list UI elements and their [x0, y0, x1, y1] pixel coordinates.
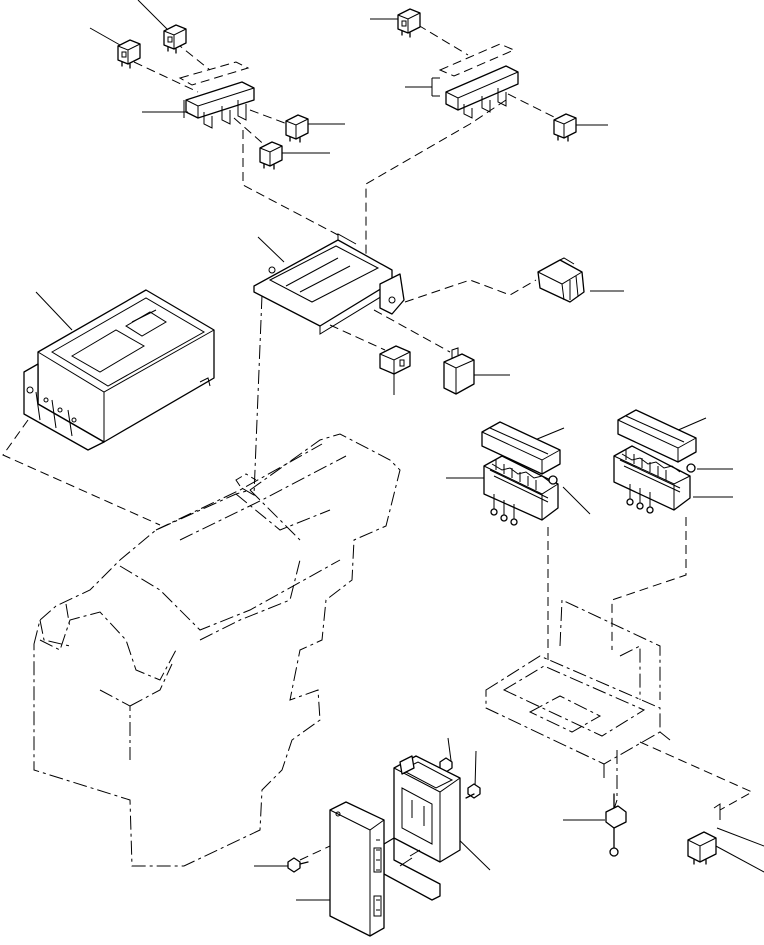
relay-mounting-tray [253, 233, 405, 335]
leader-line [89, 27, 121, 46]
relay [285, 114, 309, 143]
assembly-line [2, 419, 161, 526]
relay [117, 39, 141, 69]
assembly-line [373, 309, 451, 353]
assembly-line [174, 41, 211, 71]
relay-socket-bracket [431, 43, 519, 119]
relay-group-left [117, 24, 309, 170]
assembly-line [365, 99, 507, 275]
ground-terminal [605, 793, 627, 857]
assembly-line [611, 517, 687, 650]
relay-socket-bracket [178, 61, 255, 129]
relay [553, 113, 577, 142]
leader-line [137, 0, 168, 30]
relay [259, 141, 283, 170]
control-module-panel [329, 801, 385, 937]
fuse-box-cover [481, 421, 561, 475]
bolt [465, 783, 481, 799]
assembly-line [404, 279, 537, 303]
assembly-line [417, 24, 469, 56]
relay [397, 8, 421, 38]
relay [537, 257, 585, 303]
leader-line [713, 844, 764, 873]
center-line [239, 294, 263, 496]
relay [443, 347, 475, 395]
fuse-box-right [613, 409, 697, 514]
cab-frame [33, 433, 401, 867]
clip [713, 803, 721, 820]
center-lines [239, 294, 618, 816]
assembly-line [507, 93, 561, 121]
assembly-line [329, 324, 386, 351]
assembly-line [249, 109, 291, 126]
relay [163, 24, 187, 54]
leader-line [257, 236, 285, 263]
fuse-box-cover [617, 409, 697, 463]
fuse-box-tray [485, 599, 671, 780]
relay-group-right [397, 8, 577, 142]
fuse-box-left [481, 421, 561, 526]
leader-line [675, 417, 707, 432]
leader-line [562, 486, 591, 515]
assembly-line [242, 130, 339, 236]
leader-line [474, 750, 477, 789]
assembly-line [133, 61, 199, 93]
controller-box [23, 289, 215, 451]
bolt [287, 857, 309, 873]
assembly-line [639, 741, 754, 811]
fuse-box-base [483, 455, 559, 526]
control-module-bracket [383, 755, 461, 901]
leader-line [716, 827, 764, 847]
relay [379, 345, 411, 375]
leader-lines [35, 0, 764, 901]
assembly-line [233, 117, 269, 149]
fuse-box-base [613, 445, 696, 514]
leader-line [35, 291, 73, 331]
relay [687, 831, 717, 865]
